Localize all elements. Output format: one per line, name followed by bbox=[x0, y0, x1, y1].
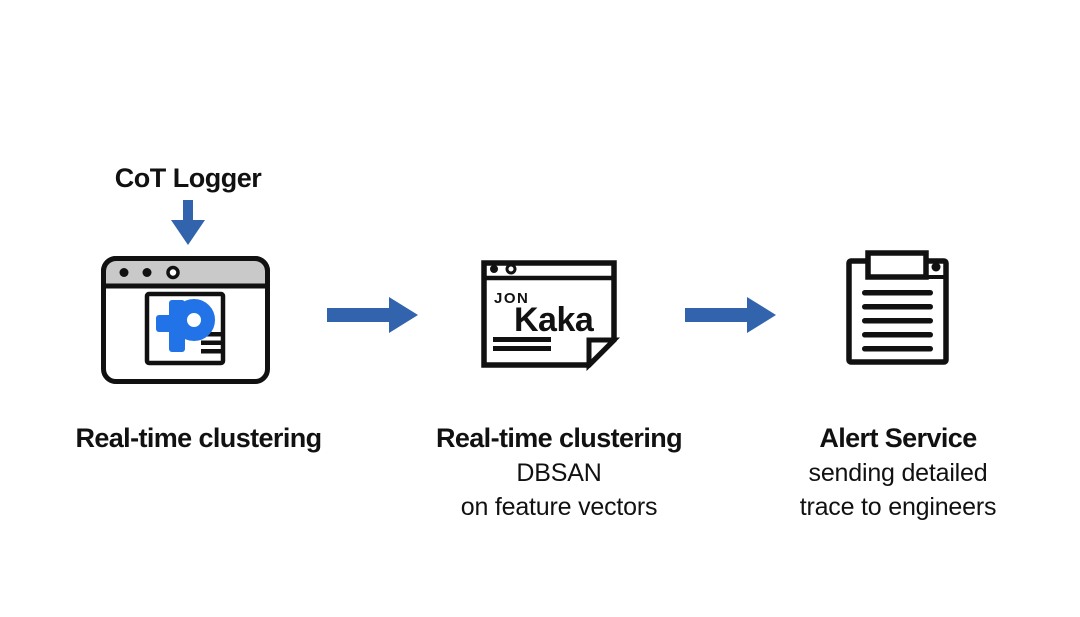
step-subtitle: on feature vectors bbox=[460, 493, 658, 521]
source-label: CoT Logger bbox=[114, 163, 262, 193]
arrow-right-icon bbox=[685, 297, 776, 333]
report-line bbox=[862, 332, 933, 338]
browser-window-icon bbox=[101, 256, 270, 384]
clipboard-dot-icon bbox=[931, 262, 941, 272]
step-label-2: Real-time clustering DBSAN on feature ve… bbox=[399, 421, 719, 524]
window-dot-icon bbox=[142, 268, 152, 277]
folded-corner bbox=[586, 337, 620, 371]
arrow-right-shape bbox=[327, 297, 418, 333]
report-line bbox=[862, 290, 933, 296]
document-line bbox=[201, 349, 222, 354]
window-dot-ring-icon bbox=[166, 265, 180, 280]
step-label-3: Alert Service sending detailed trace to … bbox=[738, 421, 1058, 524]
step-subtitle: trace to engineers bbox=[799, 493, 997, 521]
step-title: Alert Service bbox=[819, 423, 977, 453]
step-subtitle: DBSAN bbox=[516, 459, 602, 487]
arrow-right-icon bbox=[327, 297, 418, 333]
webpage-line bbox=[493, 337, 551, 342]
clipboard-clip bbox=[865, 250, 929, 280]
report-line bbox=[862, 346, 933, 352]
step-title: Real-time clustering bbox=[435, 423, 683, 453]
arrow-down-shape bbox=[171, 200, 205, 245]
document-line bbox=[201, 332, 222, 337]
clipboard-icon bbox=[846, 250, 949, 365]
step-label-1: Real-time clustering bbox=[38, 421, 359, 456]
document-line bbox=[201, 340, 222, 345]
report-line bbox=[862, 318, 933, 324]
step-title: Real-time clustering bbox=[75, 423, 322, 453]
window-dot-icon bbox=[119, 268, 129, 277]
report-line bbox=[862, 304, 933, 310]
window-dot-ring-icon bbox=[505, 263, 517, 275]
step-subtitle: sending detailed bbox=[808, 459, 988, 487]
webpage-line bbox=[493, 346, 551, 351]
webpage-icon: JON Kaka bbox=[481, 260, 620, 371]
webpage-text-large: Kaka bbox=[514, 301, 595, 339]
window-dot-icon bbox=[490, 265, 498, 273]
arrow-right-shape bbox=[685, 297, 776, 333]
browser-frame bbox=[101, 256, 270, 384]
webpage-text-small: JON bbox=[494, 290, 529, 307]
arrow-down-icon bbox=[171, 200, 205, 245]
logo-bowl bbox=[173, 299, 215, 341]
blue-p-logo-icon bbox=[156, 299, 215, 352]
